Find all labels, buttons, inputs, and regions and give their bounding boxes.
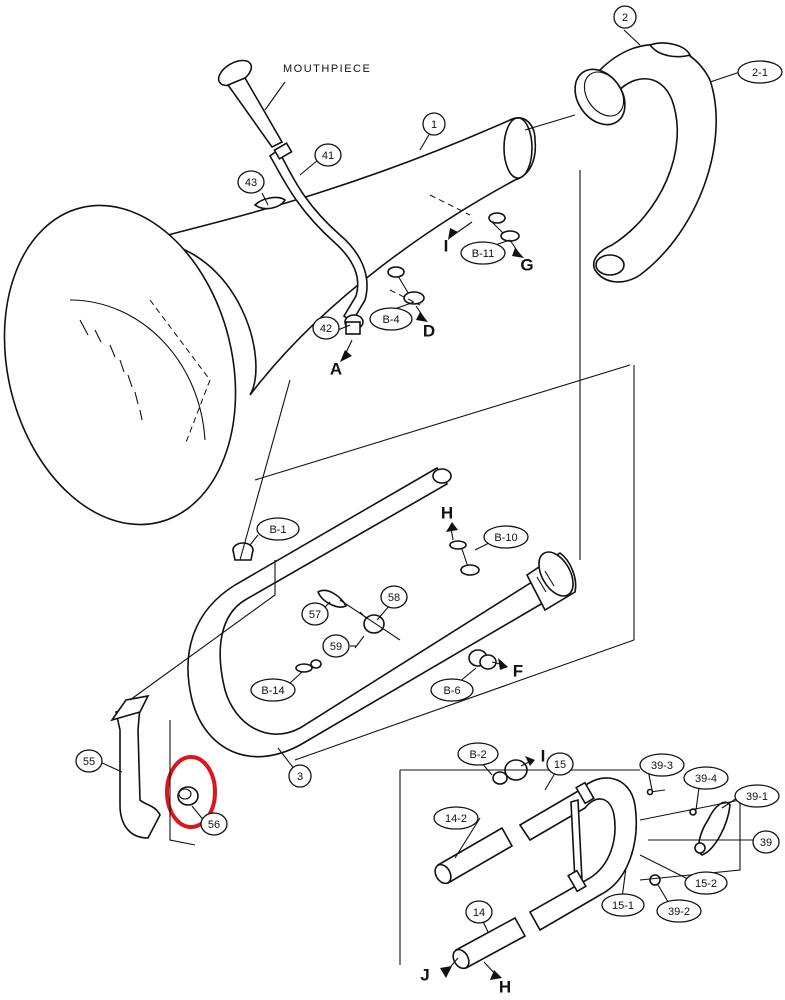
main-tube[interactable] [187,466,580,758]
svg-text:39: 39 [760,837,772,849]
callout-b2: B-2 [457,742,499,766]
callout-15-2: 15-2 [684,871,728,895]
brace-b4[interactable] [387,266,425,305]
part-43-clip[interactable] [253,196,287,210]
callout-2-1: 2-1 [737,60,783,84]
svg-text:1: 1 [431,119,437,131]
svg-text:B-10: B-10 [494,532,517,544]
callout-39: 39 [752,830,780,854]
connection-letter-i-top: I [444,236,449,255]
bell-section[interactable] [0,117,537,549]
part-b6-stopper[interactable] [468,649,497,670]
svg-text:55: 55 [83,756,95,768]
svg-text:15-1: 15-1 [612,900,634,912]
callout-39-2: 39-2 [656,899,702,923]
part-56-cap[interactable] [177,786,199,806]
svg-text:2: 2 [622,12,628,24]
part-b1-stopper[interactable] [232,542,254,561]
part-14-2-tube[interactable] [432,826,514,886]
brace-b11[interactable] [488,212,520,242]
leadpipe[interactable] [268,142,368,324]
part-39-3-screw[interactable] [646,788,666,796]
svg-text:15-2: 15-2 [695,878,717,890]
svg-text:14: 14 [473,907,485,919]
callout-39-3: 39-3 [639,753,685,777]
svg-text:43: 43 [245,177,257,189]
callout-1: 1 [422,112,446,136]
connection-letter-j: J [420,965,429,984]
slide-assembly[interactable] [518,777,638,932]
svg-text:42: 42 [320,323,332,335]
connection-arrows [340,221,535,980]
part-57-lever[interactable] [317,589,348,608]
svg-text:39-4: 39-4 [695,773,717,785]
brace-b14[interactable] [295,659,322,673]
callout-b6: B-6 [430,678,474,702]
svg-text:59: 59 [330,641,342,653]
svg-text:41: 41 [322,150,334,162]
callout-3: 3 [288,764,312,788]
callout-39-4: 39-4 [683,766,729,790]
callout-b1: B-1 [256,517,300,541]
callout-b14: B-14 [250,678,296,702]
svg-text:58: 58 [388,592,400,604]
part-42-nut[interactable] [344,314,364,335]
callout-43: 43 [237,170,265,194]
callout-57: 57 [301,602,329,626]
callout-b11: B-11 [460,241,506,265]
alignment-lines [129,114,741,965]
svg-text:39-1: 39-1 [746,791,768,803]
callout-b4: B-4 [369,307,413,331]
mouthpiece[interactable] [214,55,284,149]
connection-letter-f: F [513,661,523,680]
svg-text:3: 3 [297,771,303,783]
svg-text:56: 56 [208,819,220,831]
callout-14: 14 [465,900,493,924]
svg-text:B-2: B-2 [469,749,486,761]
part-55-tube[interactable] [110,694,161,839]
highlight-circle [165,755,217,829]
part-39-2-nut[interactable] [649,874,661,886]
svg-text:14-2: 14-2 [445,813,467,825]
callout-15-1: 15-1 [601,893,645,917]
bow-section[interactable] [565,42,717,283]
callout-56: 56 [200,812,228,836]
connection-letter-a: A [330,359,342,378]
brace-b10[interactable] [449,540,480,576]
svg-text:B-4: B-4 [382,314,399,326]
connection-letter-d: D [423,321,435,340]
svg-text:39-3: 39-3 [651,760,673,772]
svg-text:B-6: B-6 [443,685,460,697]
svg-text:57: 57 [309,609,321,621]
callout-55: 55 [75,749,103,773]
callout-39-1: 39-1 [734,784,780,808]
callout-15: 15 [546,752,574,776]
callout-14-2: 14-2 [433,806,479,830]
part-14-tube[interactable] [450,916,527,971]
callout-58: 58 [380,585,408,609]
callout-41: 41 [314,143,342,167]
svg-text:B-1: B-1 [269,524,286,536]
svg-text:39-2: 39-2 [668,906,690,918]
callout-2: 2 [613,5,637,29]
connection-letter-i-low: I [541,746,546,765]
part-b2-stopper[interactable] [492,759,528,785]
svg-text:B-14: B-14 [261,685,284,697]
connection-letter-g: G [520,255,533,274]
callout-42: 42 [312,316,340,340]
callout-59: 59 [322,634,350,658]
connection-letter-h-top: H [441,503,453,522]
svg-text:B-11: B-11 [472,248,494,260]
svg-text:2-1: 2-1 [752,67,768,79]
mouthpiece-label: MOUTHPIECE [283,63,371,75]
part-59-screw[interactable] [354,635,365,649]
callout-b10: B-10 [483,525,529,549]
part-39-lever[interactable] [689,801,731,856]
svg-text:15: 15 [554,759,566,771]
connection-letter-h-low: H [499,977,511,996]
